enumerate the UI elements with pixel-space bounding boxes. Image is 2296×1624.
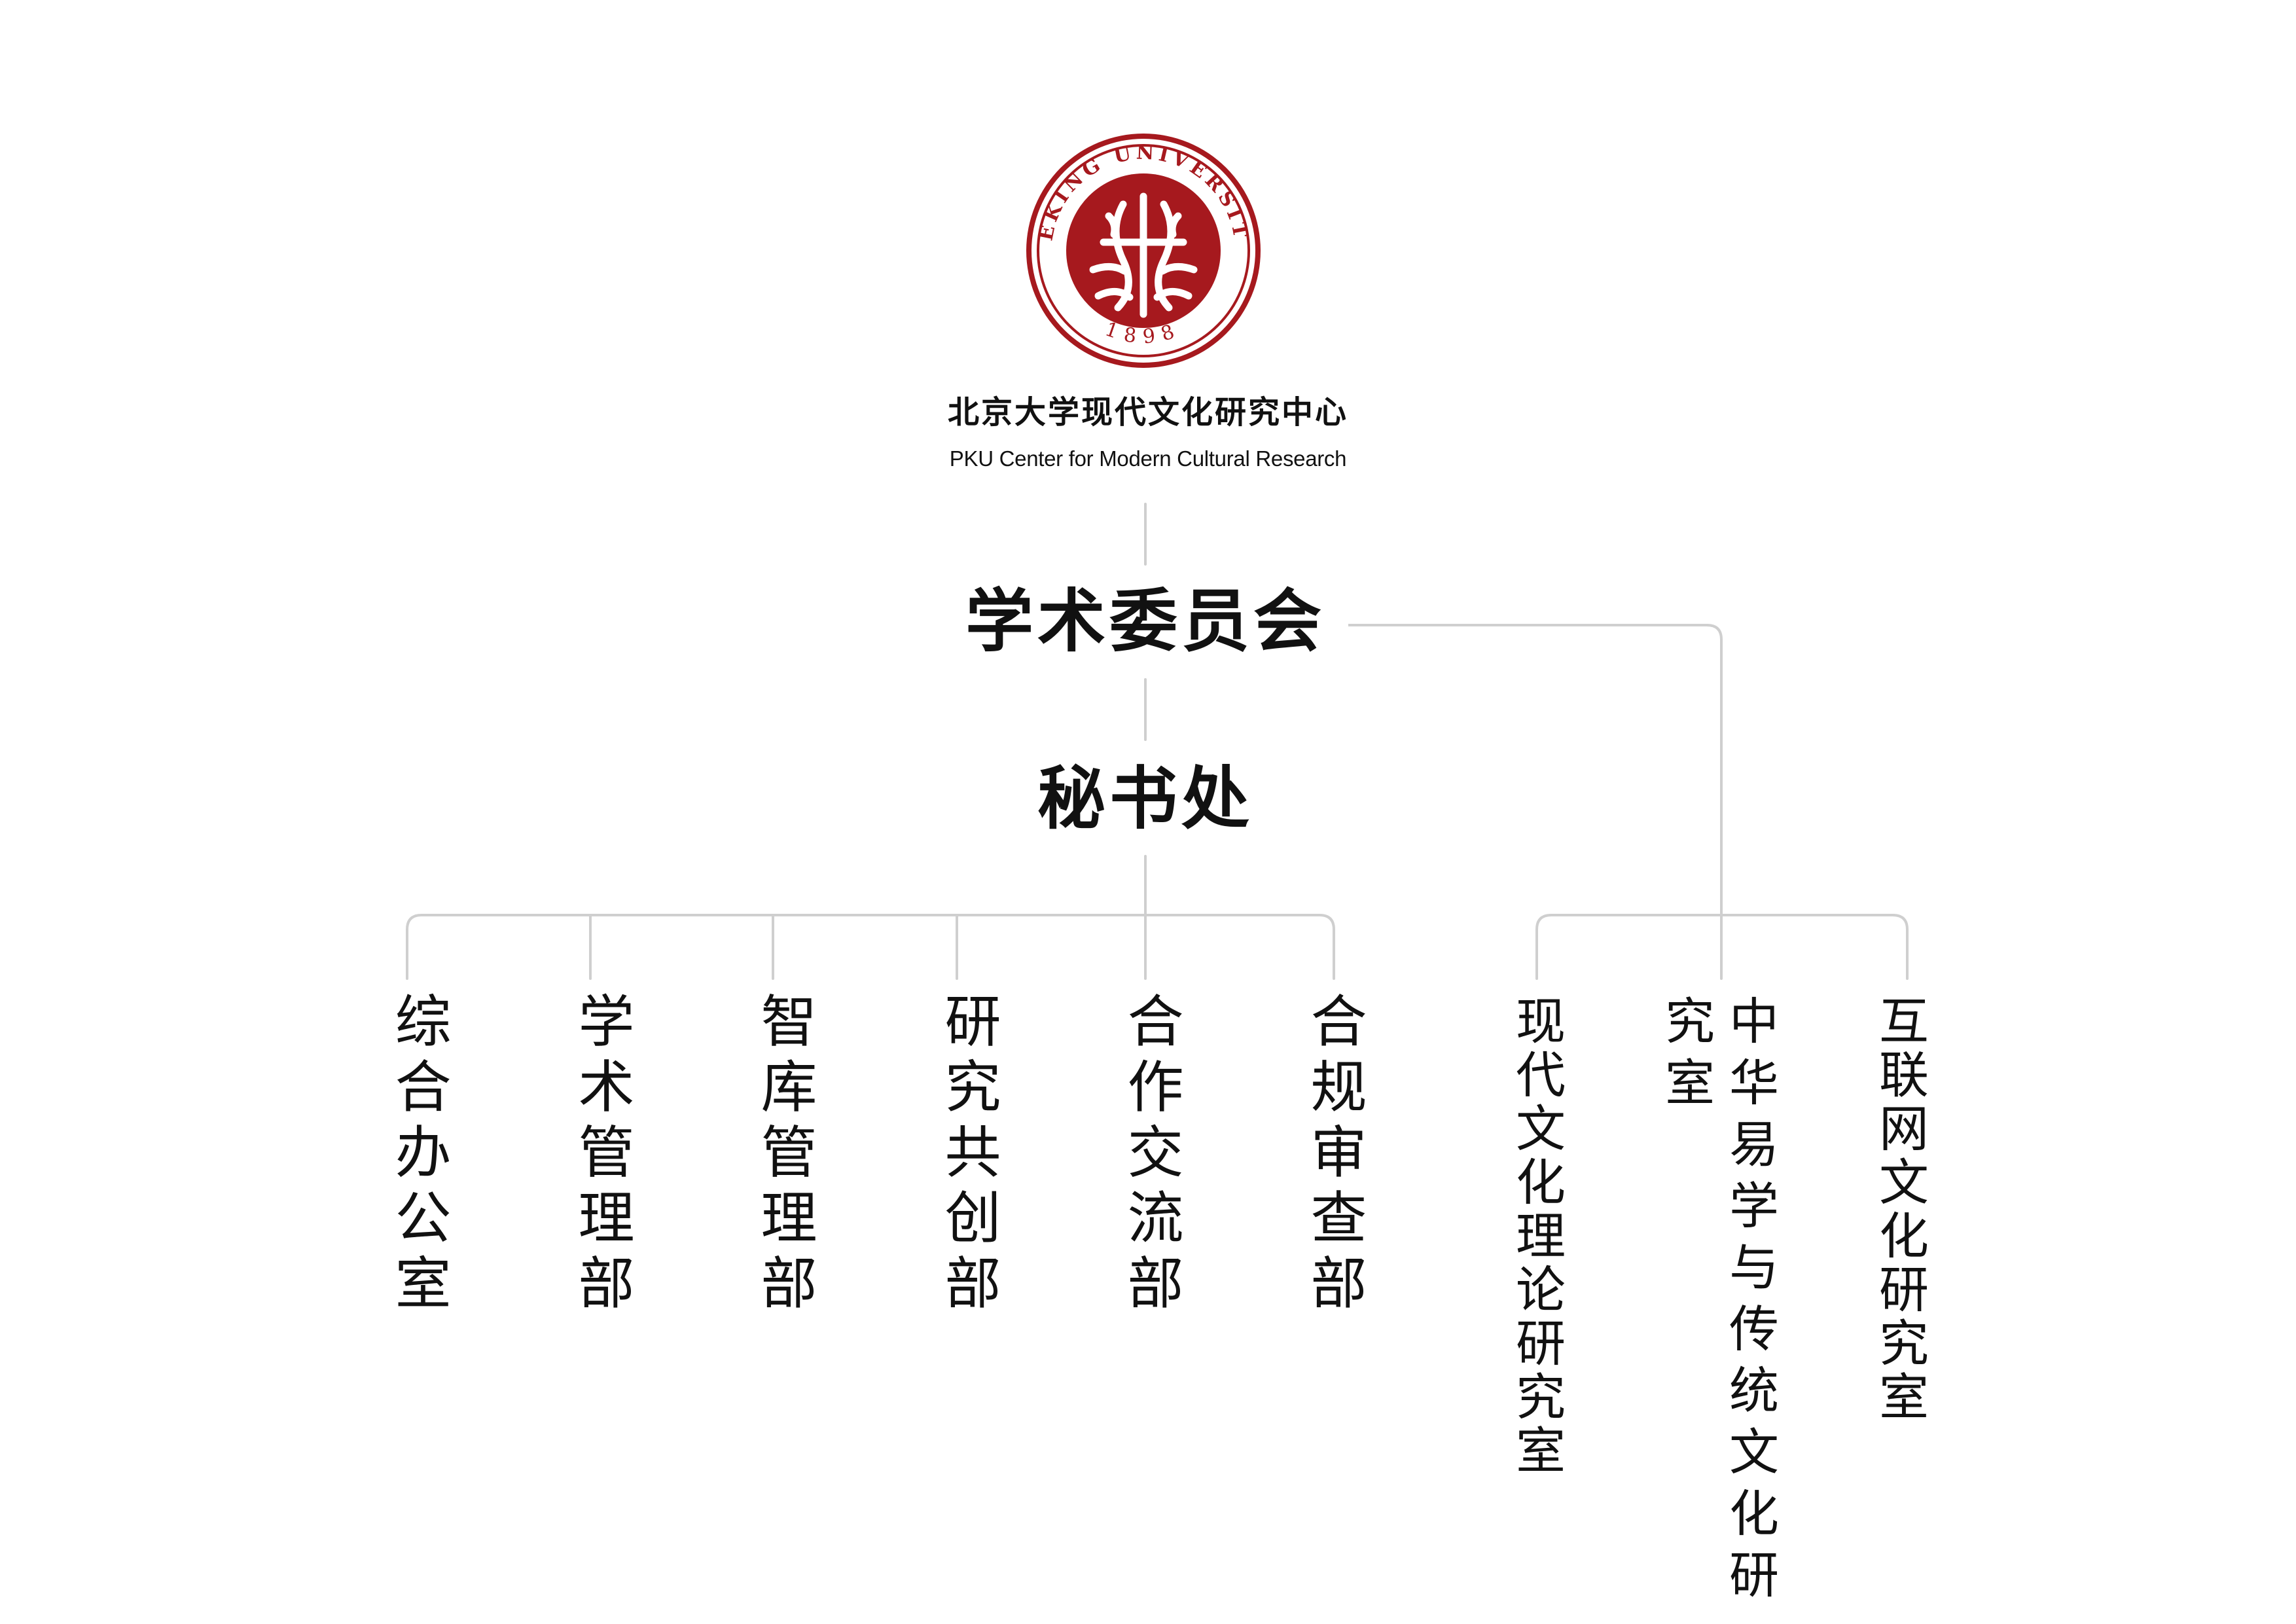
department-think-tank-management: 智库管理部 — [751, 992, 816, 1319]
lab-chinese-yixue-traditional-culture: 中华易学与传统文化研究室 — [1657, 995, 1779, 1610]
secretariat-node: 秘书处 — [1001, 765, 1289, 833]
department-cooperation-exchange: 合作交流部 — [1117, 992, 1183, 1319]
center-name-chinese: 北京大学现代文化研究中心 — [947, 394, 1348, 431]
department-general-office: 综合办公室 — [385, 992, 450, 1319]
connector-labs-bus — [1535, 914, 1909, 980]
academic-committee-node: 学术委员会 — [942, 587, 1348, 655]
department-research-co-creation: 研究共创部 — [935, 992, 1000, 1319]
lab-modern-cultural-theory: 现代文化理论研究室 — [1507, 995, 1566, 1478]
peking-university-emblem: PEKING UNIVERSITY 1898 — [1025, 132, 1262, 369]
lab-internet-culture: 互联网文化研究室 — [1871, 995, 1929, 1424]
center-name-english: PKU Center for Modern Cultural Research — [949, 446, 1347, 471]
department-academic-management: 学术管理部 — [568, 992, 634, 1319]
department-compliance-review: 合规审查部 — [1300, 992, 1366, 1319]
emblem-glyph — [1089, 192, 1198, 318]
connector-departments-bus — [406, 914, 1335, 980]
connector-committee-to-labs — [1342, 624, 1723, 980]
